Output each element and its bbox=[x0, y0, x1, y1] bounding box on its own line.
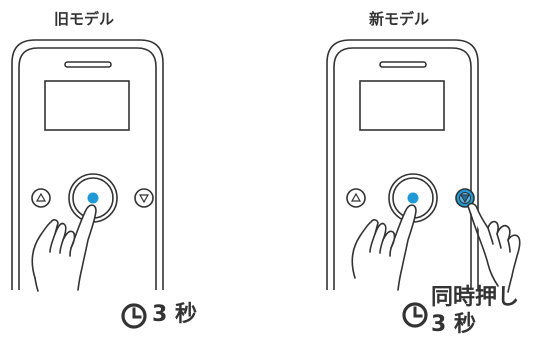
old-screen bbox=[44, 80, 130, 131]
old-up-button bbox=[31, 188, 51, 208]
old-device-outer bbox=[11, 39, 164, 290]
title-new-model: 新モデル bbox=[368, 10, 429, 28]
new-screen bbox=[359, 80, 445, 131]
new-device bbox=[326, 39, 479, 290]
triangle-down-icon bbox=[460, 194, 470, 204]
pointing-hand-icon bbox=[467, 202, 521, 293]
old-speaker-slot bbox=[64, 61, 112, 68]
triangle-up-icon bbox=[350, 192, 362, 202]
caption-new-duration: 3 秒 bbox=[431, 312, 476, 337]
pointing-hand-icon bbox=[31, 204, 97, 292]
triangle-up-icon bbox=[35, 192, 47, 202]
new-center-dot bbox=[407, 192, 419, 204]
caption-old-duration: 3 秒 bbox=[152, 302, 197, 327]
old-center-dot bbox=[87, 192, 99, 204]
new-device-outer bbox=[326, 39, 479, 290]
old-down-button bbox=[134, 188, 154, 208]
new-device-inner bbox=[333, 47, 472, 290]
clock-icon bbox=[402, 302, 428, 328]
old-device-inner bbox=[18, 47, 157, 290]
new-up-button bbox=[346, 188, 366, 208]
triangle-down-icon bbox=[138, 194, 150, 204]
pointing-hand-icon bbox=[351, 204, 417, 291]
new-speaker-slot bbox=[379, 61, 427, 68]
title-old-model: 旧モデル bbox=[53, 10, 114, 28]
caption-new-simultaneous: 同時押し bbox=[431, 285, 520, 310]
clock-icon bbox=[121, 303, 147, 329]
